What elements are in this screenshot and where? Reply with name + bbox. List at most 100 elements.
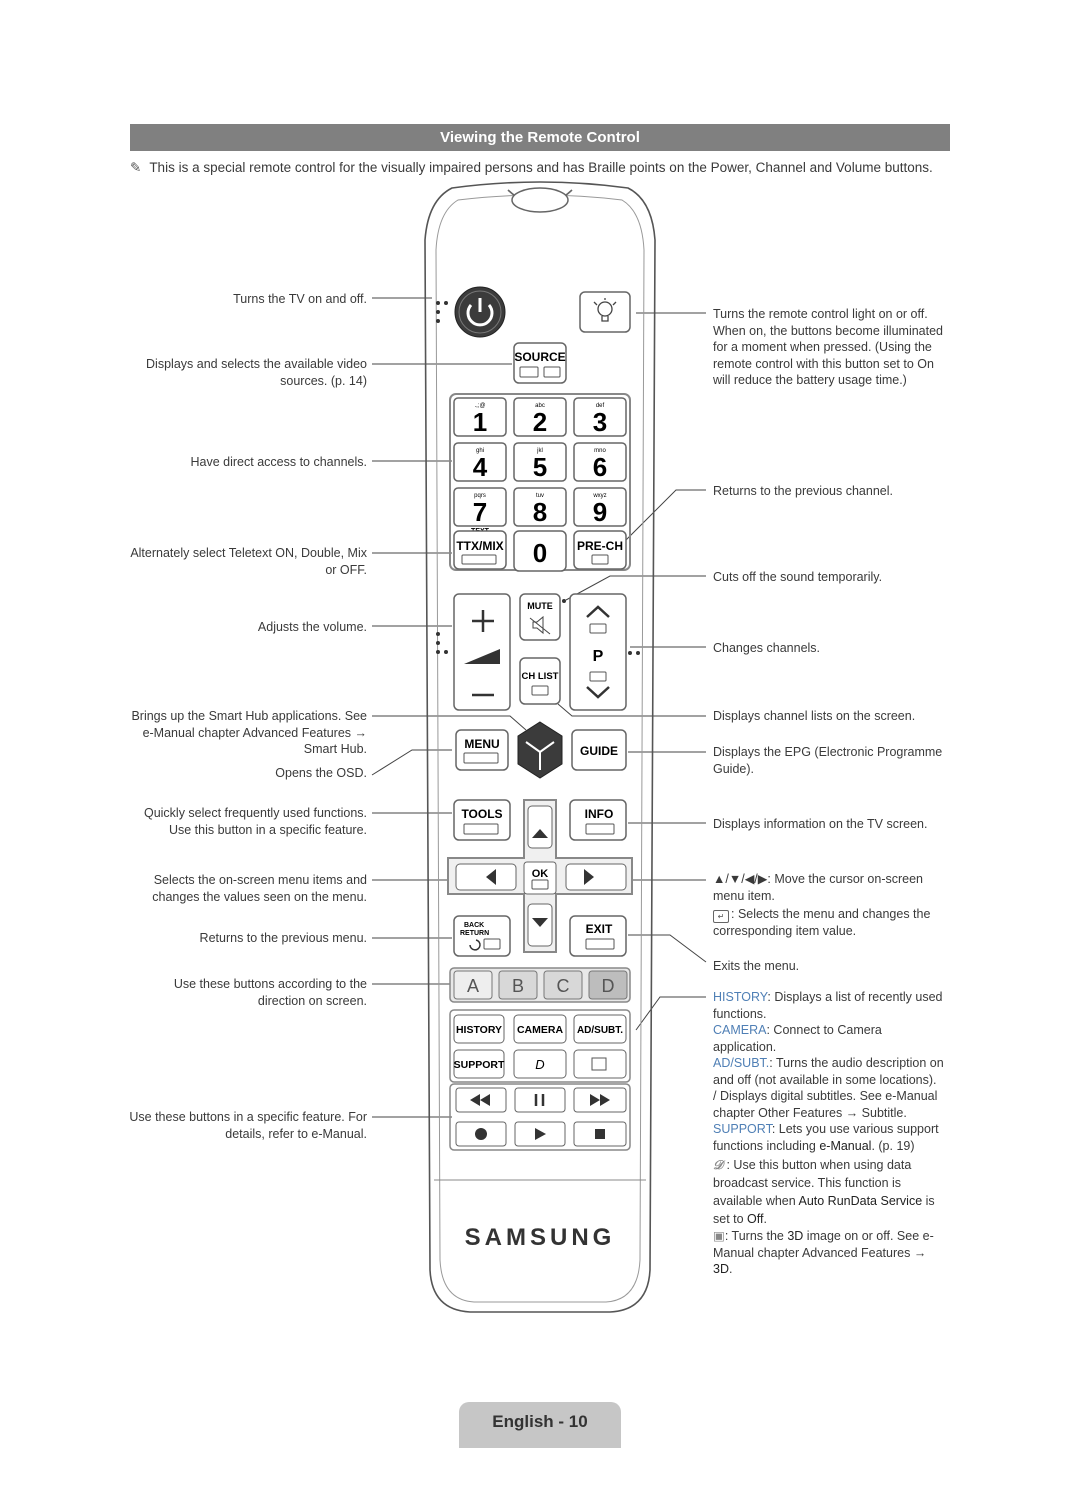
page-number: English - 10	[459, 1402, 621, 1448]
down-button[interactable]	[527, 903, 553, 947]
tools-description: Quickly select frequently used functions…	[143, 806, 367, 837]
svg-text:HISTORY: HISTORY	[456, 1024, 502, 1036]
support-button[interactable]: SUPPORT	[453, 1049, 505, 1079]
channel-description: Changes channels.	[713, 641, 821, 655]
key-letters: wxyz	[592, 493, 606, 499]
chlist-description: Displays channel lists on the screen.	[713, 709, 916, 723]
key-number: 5	[533, 452, 547, 482]
svg-text:P: P	[593, 648, 604, 665]
special-keys-description: HISTORY: Displays a list of recently use…	[713, 990, 944, 1276]
key-number: 1	[473, 407, 487, 437]
svg-text:TTX/MIX: TTX/MIX	[456, 539, 503, 553]
source-label: SOURCE	[514, 350, 565, 364]
play-icon	[535, 1128, 546, 1140]
svg-text:D: D	[535, 1057, 544, 1072]
pause-button[interactable]	[514, 1087, 566, 1113]
braille-dots-channel	[562, 599, 640, 655]
volume-rocker[interactable]	[453, 593, 511, 711]
key-number: 9	[593, 497, 607, 527]
3d-button[interactable]	[573, 1049, 627, 1079]
color-buttons-frame	[449, 967, 631, 1003]
key-number: 2	[533, 407, 547, 437]
media-description: Use these buttons in a specific feature.…	[129, 1110, 367, 1141]
braille-dots-volume	[436, 632, 448, 654]
rewind-button[interactable]	[455, 1087, 507, 1113]
pre-ch-button[interactable]: PRE-CH	[573, 530, 627, 570]
navigation-description: Selects the on-screen menu items and cha…	[152, 873, 367, 904]
svg-text:CAMERA: CAMERA	[517, 1024, 563, 1036]
color-button-d[interactable]: D	[588, 970, 628, 1000]
arrows-description: ▲/▼/◀/▶: Move the cursor on-screen menu …	[713, 872, 924, 903]
key-1[interactable]: .,;@1	[453, 397, 507, 437]
record-button[interactable]	[455, 1121, 507, 1147]
light-button[interactable]	[579, 291, 631, 333]
right-button[interactable]	[565, 863, 627, 891]
power-button[interactable]	[454, 286, 506, 338]
channel-rocker[interactable]: P	[569, 593, 627, 711]
info-icon	[585, 823, 615, 835]
ir-window	[511, 187, 569, 213]
key-0[interactable]: 0	[513, 530, 567, 572]
key-number: 6	[593, 452, 607, 482]
ttx-mix-button[interactable]: TTX/MIX	[453, 530, 507, 570]
exit-button[interactable]: EXIT	[569, 915, 627, 957]
key-letters: abc	[535, 403, 545, 409]
mute-button[interactable]: MUTE	[519, 593, 561, 641]
bulb-icon	[593, 298, 617, 322]
ok-button[interactable]: OK	[523, 861, 557, 895]
ad-subt-button[interactable]: AD/SUBT.	[573, 1014, 627, 1044]
info-button[interactable]: INFO	[569, 799, 627, 841]
color-button-c[interactable]: C	[543, 970, 583, 1000]
play-button[interactable]	[514, 1121, 566, 1147]
color-button-label: B	[512, 976, 524, 996]
list-icon	[543, 366, 561, 378]
samsung-logo: SAMSUNG	[465, 1224, 616, 1251]
key-letters: mno	[594, 448, 606, 454]
exit-icon	[585, 938, 615, 950]
plus-icon	[472, 610, 494, 632]
menu-icon	[463, 752, 499, 764]
rewind-icon	[470, 1094, 490, 1106]
stop-icon	[595, 1129, 605, 1139]
key-number: 7	[473, 497, 487, 527]
ch-list-button[interactable]: CH LIST	[519, 657, 561, 705]
color-button-b[interactable]: B	[498, 970, 538, 1000]
svg-text:0: 0	[533, 538, 547, 568]
volume-description: Adjusts the volume.	[257, 620, 367, 634]
history-button[interactable]: HISTORY	[453, 1014, 505, 1044]
record-icon	[475, 1128, 487, 1140]
guide-button[interactable]: GUIDE	[571, 729, 627, 771]
tools-button[interactable]: TOOLS	[453, 799, 511, 841]
svg-text:MENU: MENU	[464, 737, 499, 751]
arrow-up-icon	[532, 829, 548, 838]
data-service-icon: 𝒟	[713, 1158, 723, 1172]
power-icon	[466, 298, 494, 327]
fast-forward-button[interactable]	[573, 1087, 627, 1113]
camera-button[interactable]: CAMERA	[513, 1014, 567, 1044]
stop-button[interactable]	[573, 1121, 627, 1147]
key-letters: ghi	[476, 448, 484, 454]
return-button[interactable]: BACK RETURN	[453, 915, 511, 957]
smart-hub-button[interactable]	[517, 721, 563, 779]
source-description: Displays and selects the available video…	[146, 357, 367, 388]
color-button-a[interactable]: A	[453, 970, 493, 1000]
smarthub-description: Brings up the Smart Hub applications. Se…	[131, 709, 367, 756]
source-button[interactable]: SOURCE	[513, 342, 567, 384]
up-button[interactable]	[527, 805, 553, 849]
data-d-button[interactable]: D	[513, 1049, 567, 1079]
input-icon	[519, 366, 539, 378]
pencil-icon: ✎	[130, 160, 142, 175]
left-button[interactable]	[455, 863, 517, 891]
svg-text:BACK: BACK	[464, 922, 484, 929]
menu-button[interactable]: MENU	[455, 729, 509, 771]
power-description: Turns the TV on and off.	[233, 292, 367, 306]
channel-down-icon	[586, 686, 610, 699]
